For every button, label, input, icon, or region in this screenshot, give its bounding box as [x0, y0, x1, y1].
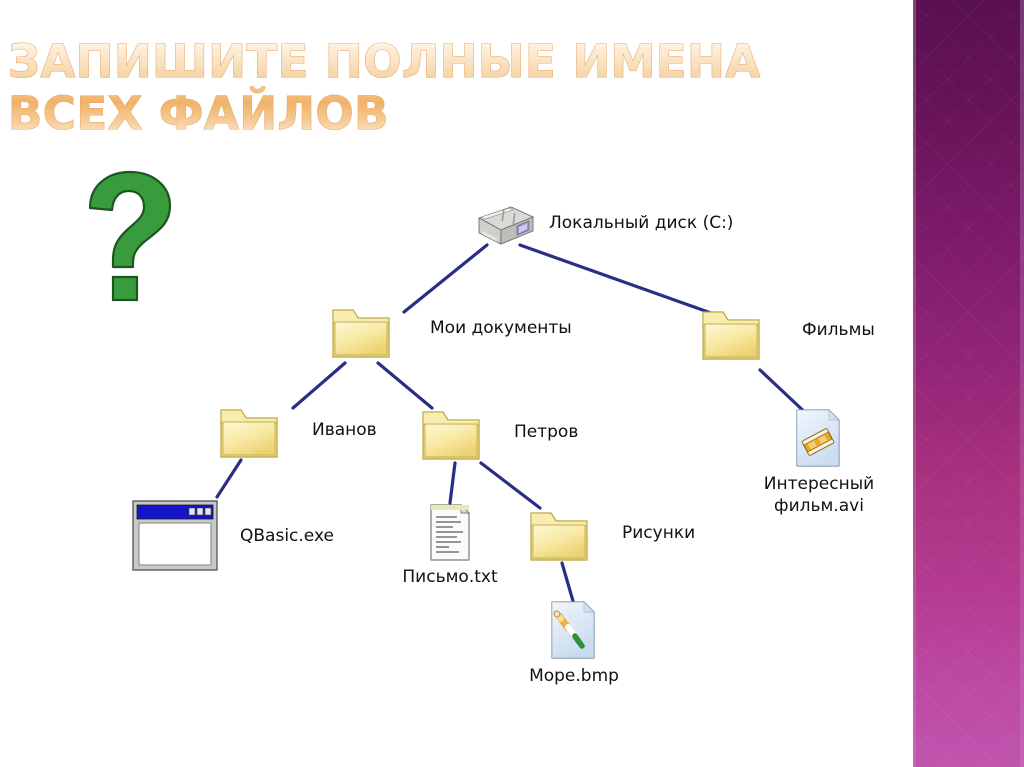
tree-node-movies[interactable]: Фильмы: [700, 302, 875, 364]
tree-node-label-my-documents: Мои документы: [430, 318, 572, 338]
tree-node-film-avi[interactable]: Интересный фильм.avi: [764, 408, 874, 516]
edge-petrov-to-pictures: [479, 461, 542, 510]
folder-icon: [220, 409, 278, 458]
folder-icon: [422, 411, 480, 460]
tree-node-label-local-disk: Локальный диск (C:): [549, 213, 734, 233]
tree-node-label-pictures: Рисунки: [622, 523, 696, 543]
tree-node-pismo-txt[interactable]: Письмо.txt: [402, 503, 498, 587]
video-file-icon: [796, 408, 841, 467]
tree-node-label-pismo-txt: Письмо.txt: [402, 567, 498, 587]
tree-node-my-documents[interactable]: Мои документы: [330, 300, 572, 362]
tree-node-petrov[interactable]: Петров: [420, 402, 578, 464]
tree-node-label-movies: Фильмы: [802, 320, 875, 340]
band-left-edge: [913, 0, 916, 767]
folder-icon: [332, 309, 390, 358]
tree-node-label-petrov: Петров: [514, 422, 579, 442]
application-icon: [132, 500, 218, 571]
page-title: Запишите полные имена всех файлов: [8, 36, 888, 140]
edge-disk-to-mydocs: [402, 243, 489, 314]
decorative-purple-band: [913, 0, 1024, 767]
folder-icon: [530, 512, 588, 561]
tree-node-label-film-avi-line1: Интересный: [763, 474, 875, 494]
tree-node-label-more-bmp: Море.bmp: [529, 666, 619, 686]
bitmap-image-icon: [551, 600, 596, 659]
question-mark-icon: [88, 170, 172, 302]
edge-ivanov-to-qbasic: [215, 458, 243, 499]
tree-node-label-ivanov: Иванов: [312, 420, 377, 440]
computer-icon: [477, 206, 535, 245]
folder-icon: [702, 311, 760, 360]
tree-node-ivanov[interactable]: Иванов: [218, 400, 377, 462]
edge-petrov-to-pismo: [448, 461, 457, 505]
tree-node-local-disk[interactable]: Локальный диск (C:): [467, 204, 733, 249]
band-right-edge: [1020, 0, 1024, 767]
edge-mydocs-to-ivanov: [291, 361, 347, 410]
tree-node-more-bmp[interactable]: Море.bmp: [529, 600, 619, 686]
page-title-outline: Запишите полные имена всех файлов: [7, 35, 888, 140]
edge-disk-to-movies: [518, 243, 713, 315]
tree-node-label-qbasic-exe: QBasic.exe: [240, 526, 334, 546]
band-lattice-texture: [913, 0, 1024, 767]
tree-node-label-film-avi-line2: фильм.avi: [774, 496, 864, 516]
edge-pictures-to-more: [560, 561, 575, 603]
tree-node-pictures[interactable]: Рисунки: [528, 503, 695, 565]
text-document-icon: [430, 503, 471, 561]
tree-node-qbasic-exe[interactable]: QBasic.exe: [132, 500, 334, 572]
